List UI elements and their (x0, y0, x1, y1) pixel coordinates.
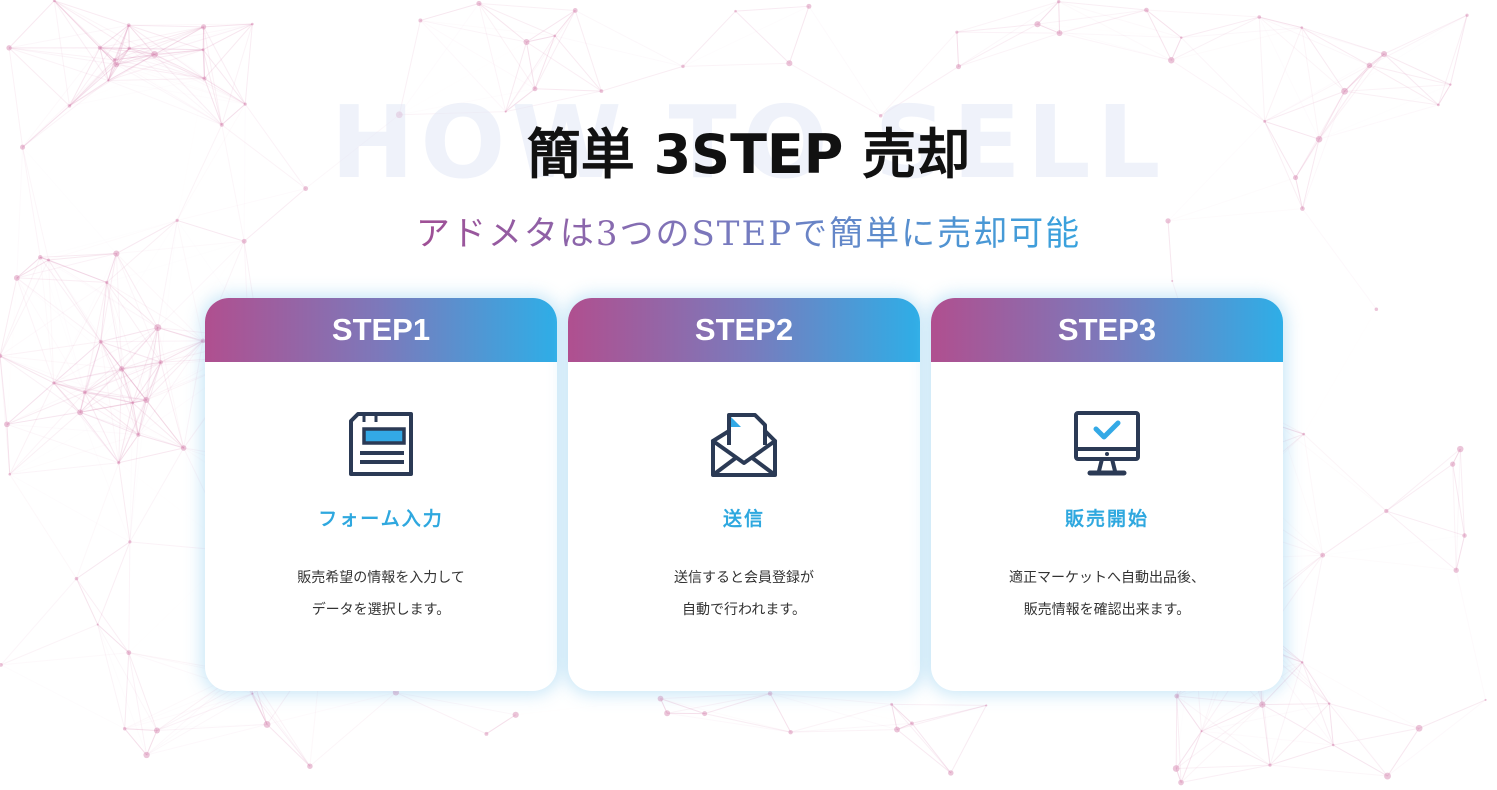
step-description: 送信すると会員登録が 自動で行われます。 (568, 562, 920, 626)
subtitle-text: アドメタは3つのSTEPで簡単に売却可能 (415, 214, 1082, 254)
step-header: STEP1 (205, 298, 557, 362)
step-card-2: STEP2 送信 送信すると会員登録が 自動で行われます。 (568, 298, 920, 691)
step-description: 販売希望の情報を入力して データを選択します。 (205, 562, 557, 626)
step-description-line: 送信すると会員登録が (674, 570, 814, 586)
monitor-check-icon (1074, 411, 1140, 476)
page-subtitle: アドメタは3つのSTEPで簡単に売却可能 (0, 206, 1497, 255)
step-description-line: データを選択します。 (311, 602, 451, 618)
page-title: 簡単 3STEP 売却 (526, 123, 971, 186)
step-header: STEP2 (568, 298, 920, 362)
step-card-3: STEP3 販売開始 適正マーケットへ自動出品後、 販売情報を確認出来ます。 (931, 298, 1283, 691)
step-description-line: 販売希望の情報を入力して (297, 570, 465, 586)
step-description-line: 販売情報を確認出来ます。 (1023, 602, 1191, 618)
step-title: 送信 (722, 508, 765, 530)
background-watermark-text: HOW TO SELL (330, 84, 1167, 201)
step-title: 販売開始 (1064, 508, 1149, 530)
step-description: 適正マーケットへ自動出品後、 販売情報を確認出来ます。 (931, 562, 1283, 626)
step-description-line: 適正マーケットへ自動出品後、 (1009, 570, 1205, 586)
form-document-icon (349, 412, 413, 476)
step-header: STEP3 (931, 298, 1283, 362)
step-card-1: STEP1 フォーム入力 販売希望の情報を入力して データを選択します。 (205, 298, 557, 691)
step-title: フォーム入力 (318, 508, 444, 530)
envelope-icon (711, 413, 777, 477)
step-description-line: 自動で行われます。 (682, 602, 806, 618)
